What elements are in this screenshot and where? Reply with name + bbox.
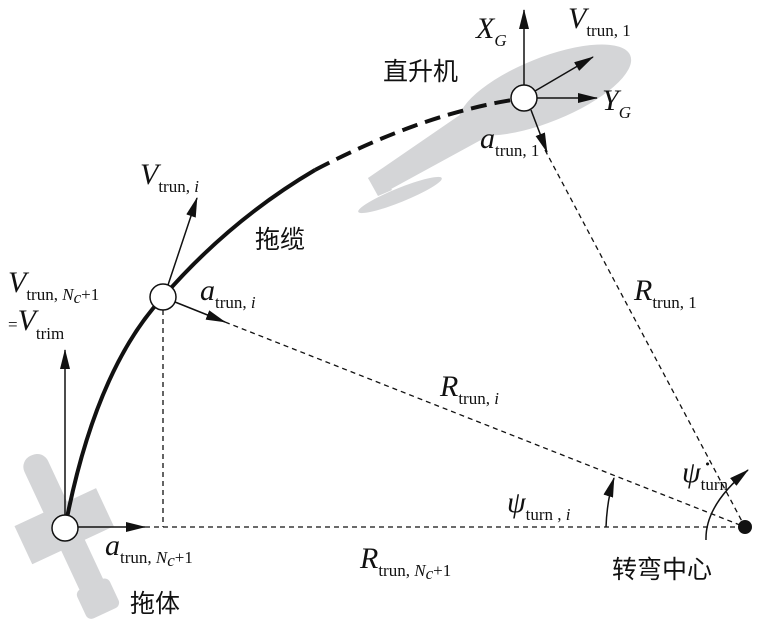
turn-center-dot: [738, 520, 752, 534]
radius-1-line: [544, 149, 746, 528]
a-1-arrow: [530, 109, 548, 153]
psi-turn-i-label: ψturn , i: [507, 486, 571, 524]
cable-label: 拖缆: [255, 225, 305, 254]
psi-i-arc-arrow: [603, 477, 615, 528]
a-i-arrow: [174, 301, 226, 323]
psi-dot-arc-arrow: [705, 469, 749, 541]
towed-body-label: 拖体: [130, 589, 180, 618]
helicopter-node: [510, 84, 538, 112]
turn-center-label: 转弯中心: [612, 555, 712, 584]
v-1-arrow: [534, 56, 594, 92]
a-trun-1-label: atrun, 1: [480, 122, 539, 160]
r-trun-i-label: Rtrun, i: [439, 370, 499, 408]
cable-solid: [63, 168, 317, 529]
v-trim-label: =Vtrim: [8, 304, 64, 343]
v-trun-nc1-label: Vtrun, Nc+1: [8, 266, 99, 307]
r-trun-nc1-label: Rtrun, Nc+1: [359, 542, 451, 583]
cable-dashed: [314, 98, 513, 172]
v-i-arrow: [167, 197, 198, 286]
cable-node-i: [149, 283, 177, 311]
helicopter-silhouette: [358, 44, 632, 214]
psi-dot-turn-label: ψ̇turn: [682, 456, 729, 494]
r-trun-1-label: Rtrun, 1: [633, 274, 697, 312]
a-trun-nc1-label: atrun, Nc+1: [105, 529, 193, 570]
v-trun-i-label: Vtrun, i: [140, 158, 199, 196]
towed-body-node: [51, 514, 79, 542]
x-g-label: XG: [475, 12, 507, 50]
radius-i-line: [224, 321, 746, 528]
a-trun-i-label: atrun, i: [200, 274, 256, 312]
helicopter-label: 直升机: [383, 57, 458, 86]
v-trun-1-label: Vtrun, 1: [568, 2, 631, 40]
y-g-label: YG: [602, 84, 631, 122]
